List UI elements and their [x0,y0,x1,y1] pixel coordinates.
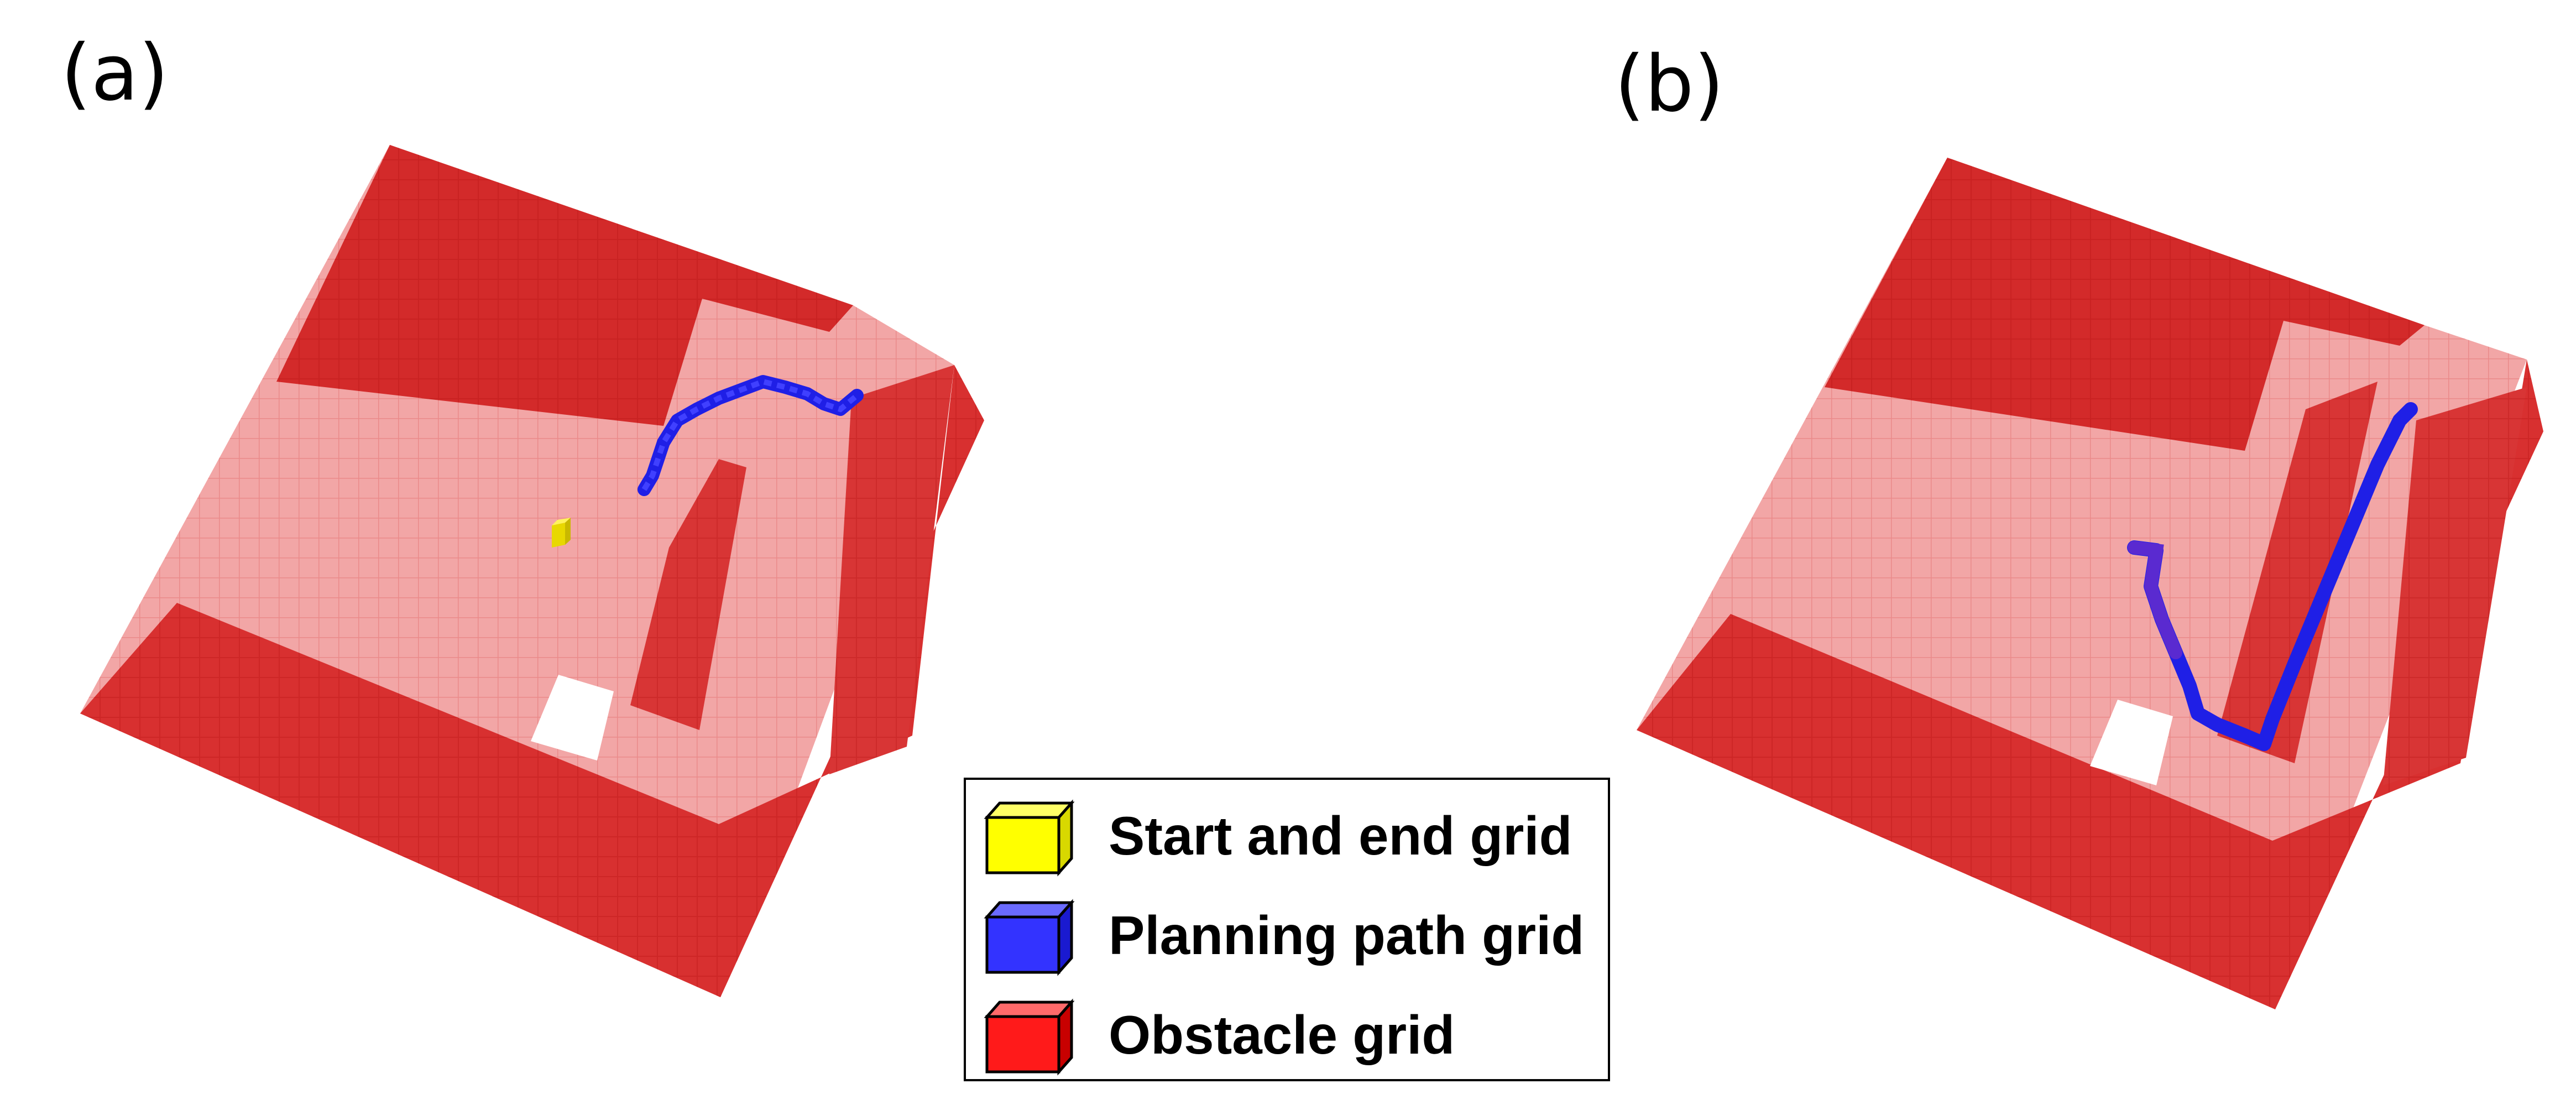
blue-cube-icon [984,899,1075,976]
panel-b-free-cell [2090,700,2173,785]
legend-item-start-end: Start and end grid [984,799,1572,877]
panel-b-grid-map [1637,158,2543,1009]
panel-a-free-cell [531,675,614,760]
panel-b-label: (b) [1614,39,1724,129]
legend: Start and end grid Planning path grid Ob… [964,778,1610,1081]
panel-a-label: (a) [61,28,169,118]
legend-label-obstacle: Obstacle grid [1109,1004,1455,1065]
legend-item-obstacle: Obstacle grid [984,998,1455,1076]
panel-a-start-end-cell [552,518,571,548]
legend-label-start-end: Start and end grid [1109,805,1572,866]
legend-label-planning-path: Planning path grid [1109,905,1584,966]
legend-item-planning-path: Planning path grid [984,899,1584,976]
yellow-cube-icon [984,799,1075,877]
red-cube-icon [984,998,1075,1076]
panel-a-grid-map [80,145,984,997]
